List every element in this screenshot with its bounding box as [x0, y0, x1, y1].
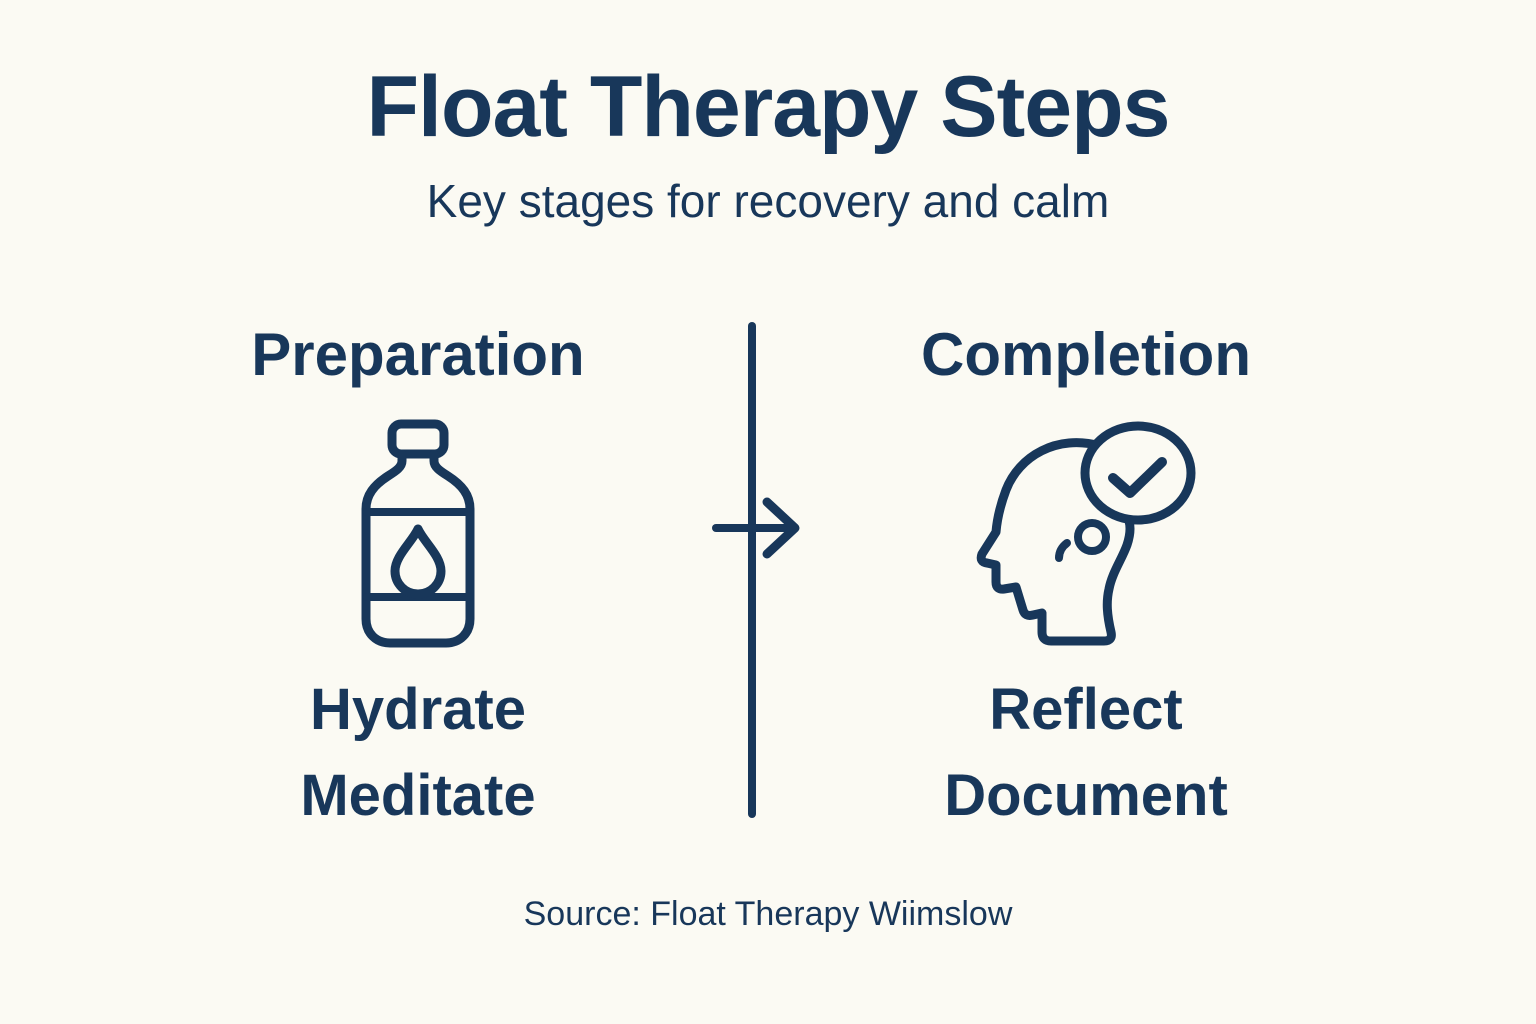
column-completion: Completion Reflect Document [806, 320, 1366, 839]
stage-item: Meditate [300, 763, 536, 829]
column-preparation: Preparation Hydrate Meditate [138, 320, 698, 839]
water-bottle-icon [361, 415, 475, 655]
head-check-icon [975, 415, 1197, 655]
page-subtitle: Key stages for recovery and calm [426, 175, 1110, 228]
stages-row: Preparation Hydrate Meditate [0, 320, 1536, 839]
column-items: Hydrate Meditate [300, 667, 535, 839]
stage-item: Document [944, 763, 1228, 829]
stage-divider [698, 320, 806, 820]
column-heading: Preparation [251, 321, 585, 389]
water-bottle-svg [361, 419, 475, 648]
page-title: Float Therapy Steps [366, 59, 1171, 155]
head-check-svg [976, 421, 1196, 646]
column-items: Reflect Document [944, 667, 1228, 839]
right-arrow-icon [712, 322, 800, 819]
source-text: Source: Float Therapy Wiimslow [523, 895, 1013, 934]
stage-item: Hydrate [310, 677, 526, 743]
column-heading: Completion [921, 321, 1251, 389]
stage-item: Reflect [989, 677, 1183, 743]
